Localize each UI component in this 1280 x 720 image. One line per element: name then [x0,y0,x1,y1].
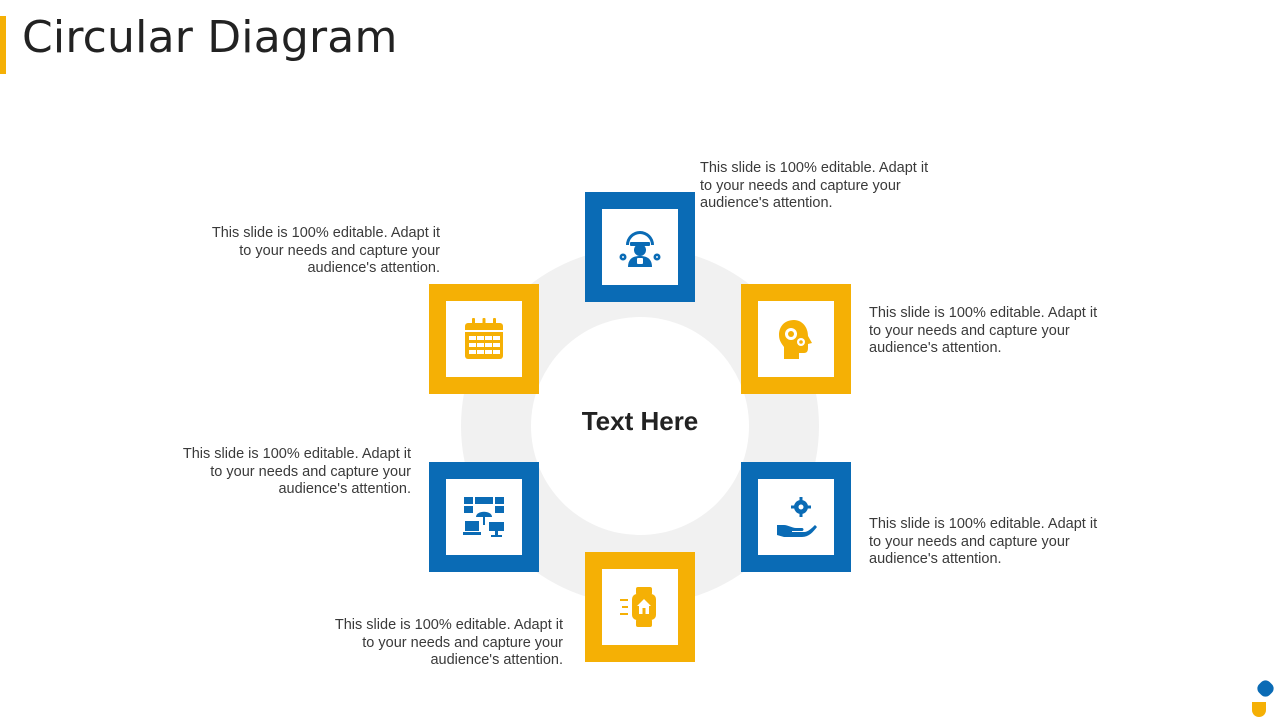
item-text-top: This slide is 100% editable. Adapt it to… [700,160,929,211]
item-text-lower-left: This slide is 100% editable. Adapt it to… [182,446,411,497]
engineer-icon [619,231,661,267]
calendar-icon [465,318,503,359]
network-devices-icon [463,497,504,537]
item-text-lower-right: This slide is 100% editable. Adapt it to… [869,516,1098,567]
brand-logo-icon [1252,680,1274,717]
center-ring-hole [531,317,749,535]
center-label: Text Here [581,406,699,436]
item-text-upper-right: This slide is 100% editable. Adapt it to… [869,305,1098,356]
head-gears-icon [779,320,812,359]
page-title: Circular Diagram [22,12,398,63]
node-top [585,192,695,302]
node-bottom [585,552,695,662]
hand-gear-icon [777,497,817,537]
item-text-bottom: This slide is 100% editable. Adapt it to… [334,617,563,668]
node-upper-right [741,284,851,394]
smartwatch-home-icon [620,587,656,627]
node-lower-left [429,462,539,572]
item-text-upper-left: This slide is 100% editable. Adapt it to… [211,225,440,276]
node-upper-left [429,284,539,394]
node-lower-right [741,462,851,572]
title-accent-bar [0,16,6,74]
